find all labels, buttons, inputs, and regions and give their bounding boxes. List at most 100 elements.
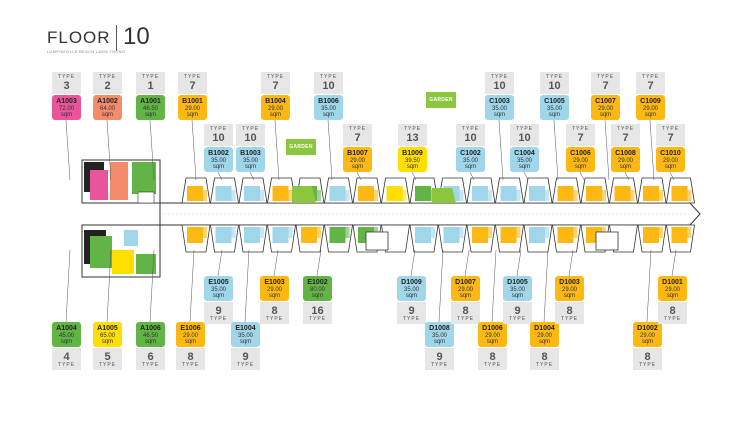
leader-line <box>411 171 417 181</box>
unit-code: E1002 <box>307 278 328 286</box>
leader-line <box>579 171 585 181</box>
type-word: TYPE <box>461 125 480 132</box>
top-unit-fill <box>187 186 203 201</box>
type-word: TYPE <box>181 361 200 368</box>
unit-area-unit: sqm <box>311 292 324 299</box>
top-unit-bath <box>686 190 692 201</box>
bottom-unit-fill <box>443 227 460 243</box>
unit-code: C1008 <box>615 149 636 157</box>
unit-type-number: 7 <box>622 131 629 144</box>
top-unit-fill <box>557 186 574 201</box>
unit-code: D1003 <box>559 278 580 286</box>
unit-code: B1006 <box>318 97 339 105</box>
unit-type-number: 7 <box>189 79 196 92</box>
unit-area-unit: sqm <box>518 163 531 170</box>
unit-area-unit: sqm <box>186 111 199 118</box>
unit-type-number: 10 <box>518 131 531 144</box>
unit-code: D1002 <box>637 324 658 332</box>
unit-area: 35.00 <box>210 286 226 293</box>
leader-line <box>273 249 279 277</box>
unit-type-number: 10 <box>212 131 225 144</box>
bottom-unit-fill <box>614 227 631 243</box>
unit-area-unit: sqm <box>574 163 587 170</box>
unit-area-unit: sqm <box>644 111 657 118</box>
top-unit-fill <box>358 186 374 201</box>
type-word: TYPE <box>490 73 509 80</box>
bottom-unit-fill <box>557 227 574 243</box>
unit-code: E1003 <box>264 278 285 286</box>
top-unit-fill <box>586 186 602 201</box>
unit-area: 29.00 <box>267 105 283 112</box>
type-word: TYPE <box>402 315 421 322</box>
leader-line <box>624 171 630 181</box>
type-word: TYPE <box>430 361 449 368</box>
leader-line <box>604 119 610 181</box>
unit-area: 29.00 <box>662 157 678 164</box>
top-unit-fill <box>529 186 545 201</box>
unit-area: 29.00 <box>664 286 680 293</box>
top-unit-fill <box>500 186 517 201</box>
leader-line <box>669 171 675 181</box>
unit-area-unit: sqm <box>464 163 477 170</box>
type-word: TYPE <box>98 361 117 368</box>
unit-type-number: 8 <box>271 304 278 317</box>
bottom-unit-bath <box>259 227 264 238</box>
type-word: TYPE <box>483 361 502 368</box>
unit-area: 64.00 <box>99 105 115 112</box>
top-unit-bath <box>287 190 293 201</box>
unit-code: E1004 <box>235 324 256 332</box>
unit-code: A1002 <box>97 97 118 105</box>
leader-line <box>553 119 559 181</box>
leader-line <box>671 249 677 277</box>
bottom-unit-fill <box>671 227 688 243</box>
unit-type-number: 9 <box>514 304 521 317</box>
unit-area: 35.00 <box>509 286 525 293</box>
top-unit-bath <box>344 190 350 201</box>
leader-line <box>523 171 529 181</box>
unit-type-number: 6 <box>147 350 154 363</box>
leader-line <box>149 119 155 181</box>
unit-a1003-room <box>90 170 108 200</box>
leader-line <box>249 171 255 181</box>
bottom-unit-bath <box>287 227 293 238</box>
unit-type-number: 10 <box>548 79 561 92</box>
type-word: TYPE <box>141 73 160 80</box>
unit-area: 39.50 <box>404 157 420 164</box>
leader-line <box>106 249 112 323</box>
unit-area-unit: sqm <box>212 292 225 299</box>
unit-type-number: 8 <box>541 350 548 363</box>
bottom-unit-fill <box>529 227 545 243</box>
bottom-unit-bath <box>686 227 692 238</box>
unit-area-unit: sqm <box>101 338 114 345</box>
